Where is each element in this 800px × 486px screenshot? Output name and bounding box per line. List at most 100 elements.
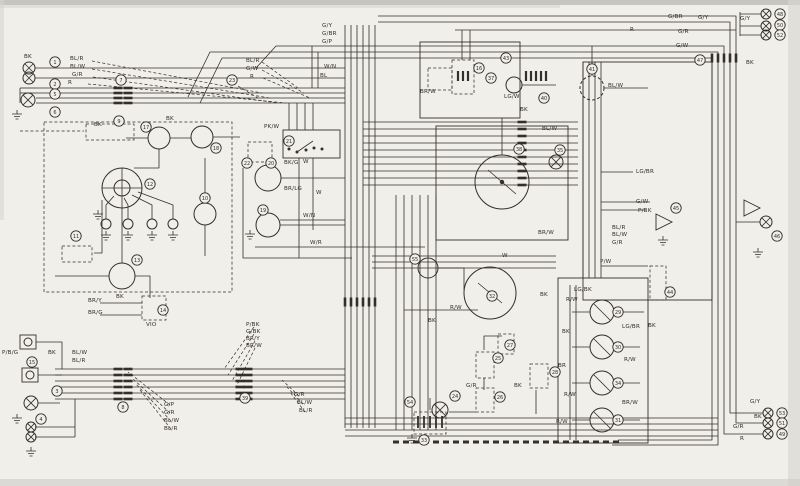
- ref-number-circle: [418, 434, 430, 446]
- connector-tick: [517, 183, 527, 187]
- wire: [593, 338, 611, 356]
- wire-color-label: P/BK: [638, 208, 652, 214]
- ref-number-circle: [612, 377, 624, 389]
- ref-number-text: 15: [29, 360, 35, 366]
- ref-number-text: 50: [777, 23, 783, 29]
- ref-number-circle: [51, 385, 63, 397]
- component-circle: [255, 212, 281, 238]
- wire: [296, 140, 314, 153]
- wire-color-label: BK: [648, 323, 656, 329]
- ref-number-circle: [409, 253, 421, 265]
- wire-color-label: R/W: [566, 297, 578, 303]
- ref-number-text: 10: [202, 196, 208, 202]
- wire-color-label: BL/R: [299, 408, 313, 414]
- switch-contact-dot: [320, 147, 324, 151]
- connector-tick: [544, 71, 548, 81]
- connector-tick: [716, 53, 720, 63]
- ref-number-text: 3: [55, 389, 58, 395]
- lamp-filament-line: [550, 156, 562, 168]
- lamp-filament-line: [764, 419, 772, 427]
- ref-number-circle: [241, 157, 253, 169]
- ref-number-text: 9: [117, 119, 120, 125]
- connector-tick: [235, 379, 245, 383]
- wire-color-label: BR/W: [538, 230, 554, 236]
- ref-number-circle: [486, 290, 498, 302]
- wire-color-label: P/BK: [246, 322, 260, 328]
- ref-number-circle: [664, 286, 676, 298]
- connector-tick: [243, 373, 253, 377]
- wire-color-label: BK: [746, 60, 754, 66]
- connector-tick: [235, 385, 245, 389]
- component-circle: [23, 337, 33, 347]
- ground-symbol: [753, 248, 763, 258]
- component-circle: [190, 125, 214, 149]
- wire: [105, 195, 115, 219]
- lamp-icon: [23, 395, 39, 411]
- wire-color-label: G/R: [466, 383, 477, 389]
- connector-tick: [113, 379, 123, 383]
- wire-color-label: BK: [24, 54, 32, 60]
- wire-color-label: BK: [514, 383, 522, 389]
- connector-tick: [517, 169, 527, 173]
- lamp-icon: [759, 215, 773, 229]
- dashed-wire: [135, 383, 172, 422]
- ref-number-circle: [26, 356, 38, 368]
- lamp-filament-line: [762, 22, 770, 30]
- connector-tick: [355, 297, 359, 307]
- wire-color-label: W: [303, 159, 309, 165]
- ref-number-text: 49: [779, 432, 785, 438]
- connector-tick: [483, 440, 489, 444]
- ref-number-circle: [199, 192, 211, 204]
- wire-color-label: G/R: [164, 410, 175, 416]
- wire-color-label: BL/W: [297, 400, 312, 406]
- wire: [187, 51, 719, 446]
- dashed-wire: [235, 347, 256, 388]
- switch-contact-dot: [295, 150, 299, 154]
- connector-tick: [429, 416, 431, 428]
- wire-color-label: BL/R: [164, 426, 178, 432]
- wire-color-label: BR/G: [88, 310, 103, 316]
- wire-color-label: BL/R: [70, 56, 84, 62]
- wire-color-label: LG/BR: [622, 324, 640, 330]
- wire-color-label: R: [740, 436, 744, 442]
- connector-tick: [543, 440, 549, 444]
- dashed-wire: [289, 391, 306, 413]
- connector-tick: [417, 416, 419, 428]
- ref-number-text: 55: [412, 257, 418, 263]
- component-circle: [463, 266, 517, 320]
- wire-color-label: W/N: [303, 213, 315, 219]
- ref-number-text: 32: [489, 294, 495, 300]
- ref-number-text: 30: [615, 345, 621, 351]
- lamp-icon: [22, 71, 36, 85]
- wire-color-label: R/W: [564, 392, 576, 398]
- photo-edge: [0, 5, 560, 8]
- wire-color-label: G/R: [612, 240, 623, 246]
- ref-number-text: 14: [160, 308, 166, 314]
- dashed-wire: [91, 60, 263, 94]
- relay-triangle: [655, 213, 674, 231]
- wire-color-label: BL/R: [72, 358, 86, 364]
- wire-color-label: BR: [558, 363, 566, 369]
- lamp-filament-line: [764, 409, 772, 417]
- dashed-component-box: [413, 411, 447, 435]
- dashed-wire: [237, 85, 259, 99]
- ref-number-circle: [538, 92, 550, 104]
- connector-tick: [517, 176, 527, 180]
- connector-tick: [553, 440, 559, 444]
- connector-tick: [113, 101, 123, 105]
- connector-tick: [613, 440, 619, 444]
- connector-tick: [393, 440, 399, 444]
- wire-color-label: R/W: [450, 305, 462, 311]
- ref-number-circle: [492, 352, 504, 364]
- wire-color-label: LG/W: [504, 94, 520, 100]
- dashed-wire: [91, 68, 271, 99]
- dashed-component-box: [85, 123, 135, 141]
- wire: [255, 45, 763, 435]
- dashed-wire: [281, 379, 300, 397]
- dashed-component-box: [247, 141, 273, 163]
- wire: [135, 275, 151, 298]
- ref-number-text: 35: [557, 148, 563, 154]
- ground-symbol: [123, 231, 133, 241]
- connector-tick: [517, 162, 527, 166]
